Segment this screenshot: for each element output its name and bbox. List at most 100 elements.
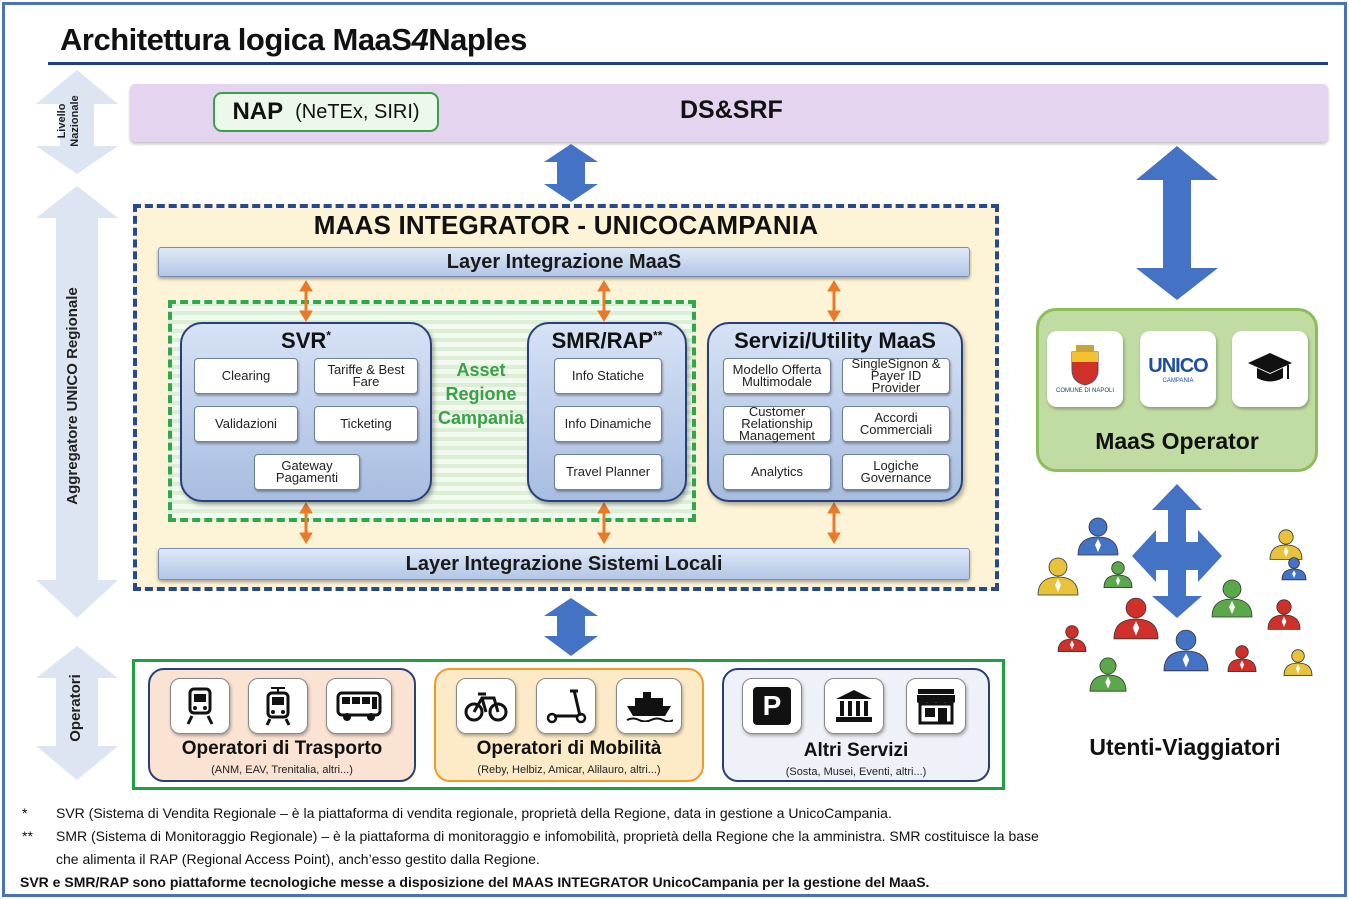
info-dinamiche-box: Info Dinamiche xyxy=(554,406,662,442)
museum-tile xyxy=(824,678,884,734)
comune-napoli-logo: COMUNE DI NAPOLI xyxy=(1047,331,1123,407)
users-cluster xyxy=(1037,517,1313,692)
altri-servizi-group: P Altri Servizi (Sosta, Musei, Eventi, a… xyxy=(722,668,990,782)
validazioni-box: Validazioni xyxy=(194,406,298,442)
ticketing-box: Ticketing xyxy=(314,406,418,442)
dssrf-label: DS&SRF xyxy=(680,96,783,124)
clearing-box: Clearing xyxy=(194,358,298,394)
orange-arrow-smr-top xyxy=(597,280,611,322)
orange-arrow-svr-bottom xyxy=(299,502,313,544)
orange-arrow-svr-top xyxy=(299,280,313,322)
bicycle-icon xyxy=(464,692,508,722)
page-title: Architettura logica MaaS4Naples xyxy=(60,22,527,57)
arrow-integrator-operators xyxy=(544,598,598,656)
napoli-crest-icon xyxy=(1071,345,1099,386)
orange-arrow-smr-bottom xyxy=(597,502,611,544)
scooter-icon xyxy=(546,689,587,724)
parking-icon: P xyxy=(753,687,791,725)
servizi-title: Servizi/Utility MaaS xyxy=(734,328,936,353)
bicycle-tile xyxy=(456,678,516,734)
livello-nazionale-arrow xyxy=(36,70,118,174)
user-icon xyxy=(1163,629,1209,672)
layer-integrazione-maas: Layer Integrazione MaaS xyxy=(158,247,970,277)
footnote-smr: **SMR (Sistema di Monitoraggio Regionale… xyxy=(22,828,1039,844)
arrow-national-maasop xyxy=(1136,146,1218,300)
footnote-svr: *SVR (Sistema di Vendita Regionale – è l… xyxy=(22,805,892,821)
layer-integrazione-sistemi-locali: Layer Integrazione Sistemi Locali xyxy=(158,548,970,580)
utenti-viaggiatori-label: Utenti-Viaggiatori xyxy=(1089,734,1281,760)
ferry-tile xyxy=(616,678,682,734)
operatori-trasporto-label: Operatori di Trasporto xyxy=(181,738,383,759)
operatori-trasporto-group: Operatori di Trasporto (ANM, EAV, Trenit… xyxy=(148,668,416,782)
side-arrows xyxy=(36,70,118,780)
graduation-cap-tile xyxy=(1232,331,1308,407)
unico-label: UNICO xyxy=(1148,354,1208,377)
gateway-box: Gateway Pagamenti xyxy=(254,454,360,490)
user-icon xyxy=(1267,599,1301,630)
operatori-mobilita-examples: (Reby, Helbiz, Amicar, Alilauro, altri..… xyxy=(477,764,661,776)
integrator-title: MAAS INTEGRATOR - UNICOCAMPANIA xyxy=(313,210,819,240)
travel-planner-box: Travel Planner xyxy=(554,454,662,490)
user-icon xyxy=(1089,657,1127,692)
museum-icon xyxy=(836,690,872,722)
ferry-icon xyxy=(626,692,673,722)
arrow-national-integrator xyxy=(544,144,598,202)
arrow-maasop-users-cross xyxy=(1132,484,1222,618)
sso-box: SingleSignon & Payer ID Provider xyxy=(842,357,950,394)
user-icon xyxy=(1057,625,1087,652)
tram-tile xyxy=(248,678,308,734)
shop-tile xyxy=(906,678,966,734)
user-icon xyxy=(1113,597,1159,640)
operatori-trasporto-examples: (ANM, EAV, Trenitalia, altri...) xyxy=(211,764,353,776)
user-icon xyxy=(1283,649,1313,676)
orange-arrow-servizi-top xyxy=(827,280,841,322)
comune-label: COMUNE DI NAPOLI xyxy=(1055,388,1114,394)
svr-title: SVR* xyxy=(281,328,331,353)
maas-operator-title: MaaS Operator xyxy=(1095,428,1259,454)
train-icon xyxy=(186,687,214,725)
operatori-mobilita-group: Operatori di Mobilità (Reby, Helbiz, Ami… xyxy=(434,668,704,782)
title-rule xyxy=(48,62,1328,65)
crm-box: Customer Relationship Management xyxy=(723,405,831,442)
logiche-box: Logiche Governance xyxy=(842,454,950,490)
tram-icon xyxy=(265,687,291,726)
accordi-box: Accordi Commerciali xyxy=(842,406,950,442)
servizi-utility-group: Servizi/Utility MaaS Modello Offerta Mul… xyxy=(707,322,963,502)
info-statiche-box: Info Statiche xyxy=(554,358,662,394)
user-icon xyxy=(1281,557,1307,581)
smr-rap-group: SMR/RAP** Info Statiche Info Dinamiche T… xyxy=(527,322,687,502)
orange-arrow-servizi-bottom xyxy=(827,502,841,544)
scooter-tile xyxy=(536,678,596,734)
smr-title: SMR/RAP** xyxy=(551,328,663,353)
user-icon xyxy=(1269,529,1303,560)
footnote-smr-continued: che alimenta il RAP (Regional Access Poi… xyxy=(56,851,540,867)
operatori-mobilita-label: Operatori di Mobilità xyxy=(476,738,662,759)
bus-tile xyxy=(326,678,392,734)
footnotes: *SVR (Sistema di Vendita Regionale – è l… xyxy=(18,802,1338,894)
bus-icon xyxy=(336,691,382,721)
unico-campania-logo: UNICO CAMPANIA xyxy=(1140,331,1216,407)
maas-operator-box: COMUNE DI NAPOLI UNICO CAMPANIA MaaS Ope… xyxy=(1036,308,1318,472)
unico-sub-label: CAMPANIA xyxy=(1162,377,1194,384)
footnote-summary: SVR e SMR/RAP sono piattaforme tecnologi… xyxy=(20,874,930,890)
user-icon xyxy=(1037,557,1079,596)
shop-icon xyxy=(917,689,955,725)
graduation-cap-icon xyxy=(1248,353,1292,382)
user-icon xyxy=(1077,517,1119,556)
altri-servizi-label: Altri Servizi xyxy=(803,740,909,761)
analytics-box: Analytics xyxy=(723,454,831,490)
altri-servizi-examples: (Sosta, Musei, Eventi, altri...) xyxy=(785,766,927,778)
operatori-arrow xyxy=(36,646,118,780)
aggregatore-arrow xyxy=(36,186,118,618)
nap-box: NAP(NeTEx, SIRI) xyxy=(213,92,439,132)
tariffe-box: Tariffe & Best Fare xyxy=(314,358,418,394)
modello-offerta-box: Modello Offerta Multimodale xyxy=(723,358,831,394)
user-icon xyxy=(1211,579,1253,618)
train-tile xyxy=(170,678,230,734)
operators-frame xyxy=(132,659,1005,790)
parking-tile: P xyxy=(742,678,802,734)
